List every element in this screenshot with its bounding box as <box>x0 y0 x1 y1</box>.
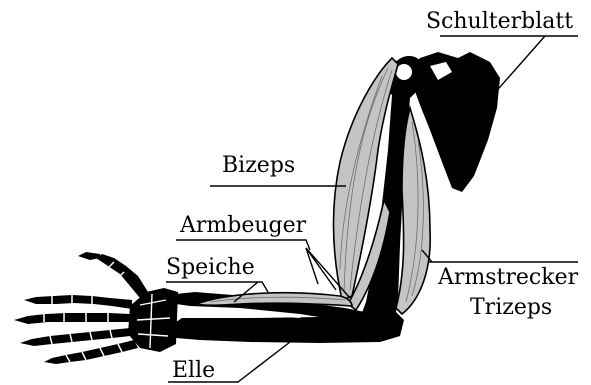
label-schulterblatt: Schulterblatt <box>426 9 573 34</box>
label-trizeps: Trizeps <box>470 295 552 320</box>
label-speiche: Speiche <box>166 255 255 280</box>
label-bizeps: Bizeps <box>222 153 295 178</box>
leader-armbeuger <box>176 240 310 250</box>
label-armstrecker: Armstrecker <box>437 265 579 290</box>
carpals <box>128 288 178 352</box>
hand-bones <box>14 252 148 364</box>
label-elle: Elle <box>172 358 215 383</box>
humerus-head-highlight <box>396 64 412 80</box>
label-armbeuger: Armbeuger <box>179 213 307 238</box>
